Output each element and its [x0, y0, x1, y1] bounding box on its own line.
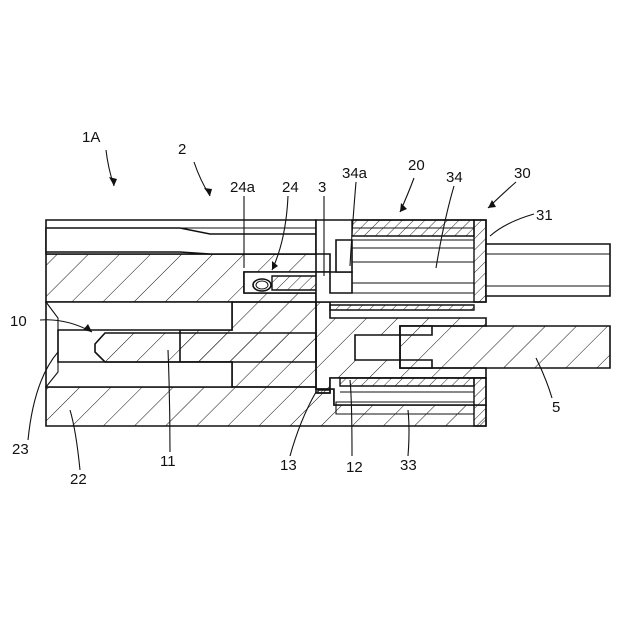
label-slot: 24 [282, 179, 299, 196]
label-assembly: 1A [82, 129, 100, 146]
cable-sheath [486, 244, 610, 296]
housing-top-layer [46, 220, 316, 254]
label-lever: 24a [230, 179, 256, 196]
label-bore: 23 [12, 441, 29, 458]
label-body: 22 [70, 471, 87, 488]
label-cable-sheath: 31 [536, 207, 553, 224]
sleeve-assembly [316, 220, 486, 310]
label-housing: 2 [178, 141, 186, 158]
label-cap: 30 [514, 165, 531, 182]
label-pin: 11 [160, 453, 176, 470]
cable [400, 326, 610, 368]
label-cable: 5 [552, 399, 560, 416]
center-pin [95, 333, 316, 362]
label-tube: 34 [446, 169, 463, 186]
label-flange: 13 [280, 457, 297, 474]
label-tip: 10 [10, 313, 27, 330]
label-sleeve-tip: 34a [342, 165, 368, 182]
label-clip: 3 [318, 179, 326, 196]
label-spring: 33 [400, 457, 417, 474]
label-sleeve: 20 [408, 157, 425, 174]
label-shank: 12 [346, 459, 363, 476]
